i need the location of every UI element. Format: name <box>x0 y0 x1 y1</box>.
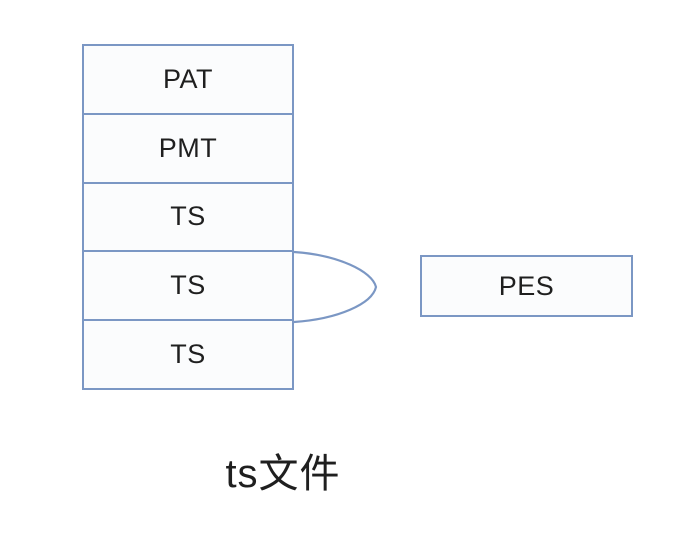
ts-stack-row-ts-2: TS <box>84 252 292 322</box>
ts-stack-row-pmt: PMT <box>84 114 292 184</box>
pes-box: PES <box>420 255 633 317</box>
lens-brace-connector-icon <box>292 250 378 324</box>
diagram-caption: ts文件 <box>225 452 341 496</box>
ts-file-stack: PAT PMT TS TS TS <box>82 44 294 390</box>
ts-stack-row-pat: PAT <box>84 46 292 115</box>
ts-stack-row-label: TS <box>170 270 206 301</box>
pes-box-label: PES <box>498 270 555 301</box>
ts-stack-row-label: TS <box>170 339 206 370</box>
ts-stack-row-label: PAT <box>162 63 213 94</box>
ts-stack-row-label: TS <box>170 201 206 232</box>
ts-stack-row-ts-3: TS <box>84 321 292 388</box>
ts-stack-row-ts-1: TS <box>84 183 292 253</box>
ts-stack-row-label: PMT <box>158 132 218 163</box>
